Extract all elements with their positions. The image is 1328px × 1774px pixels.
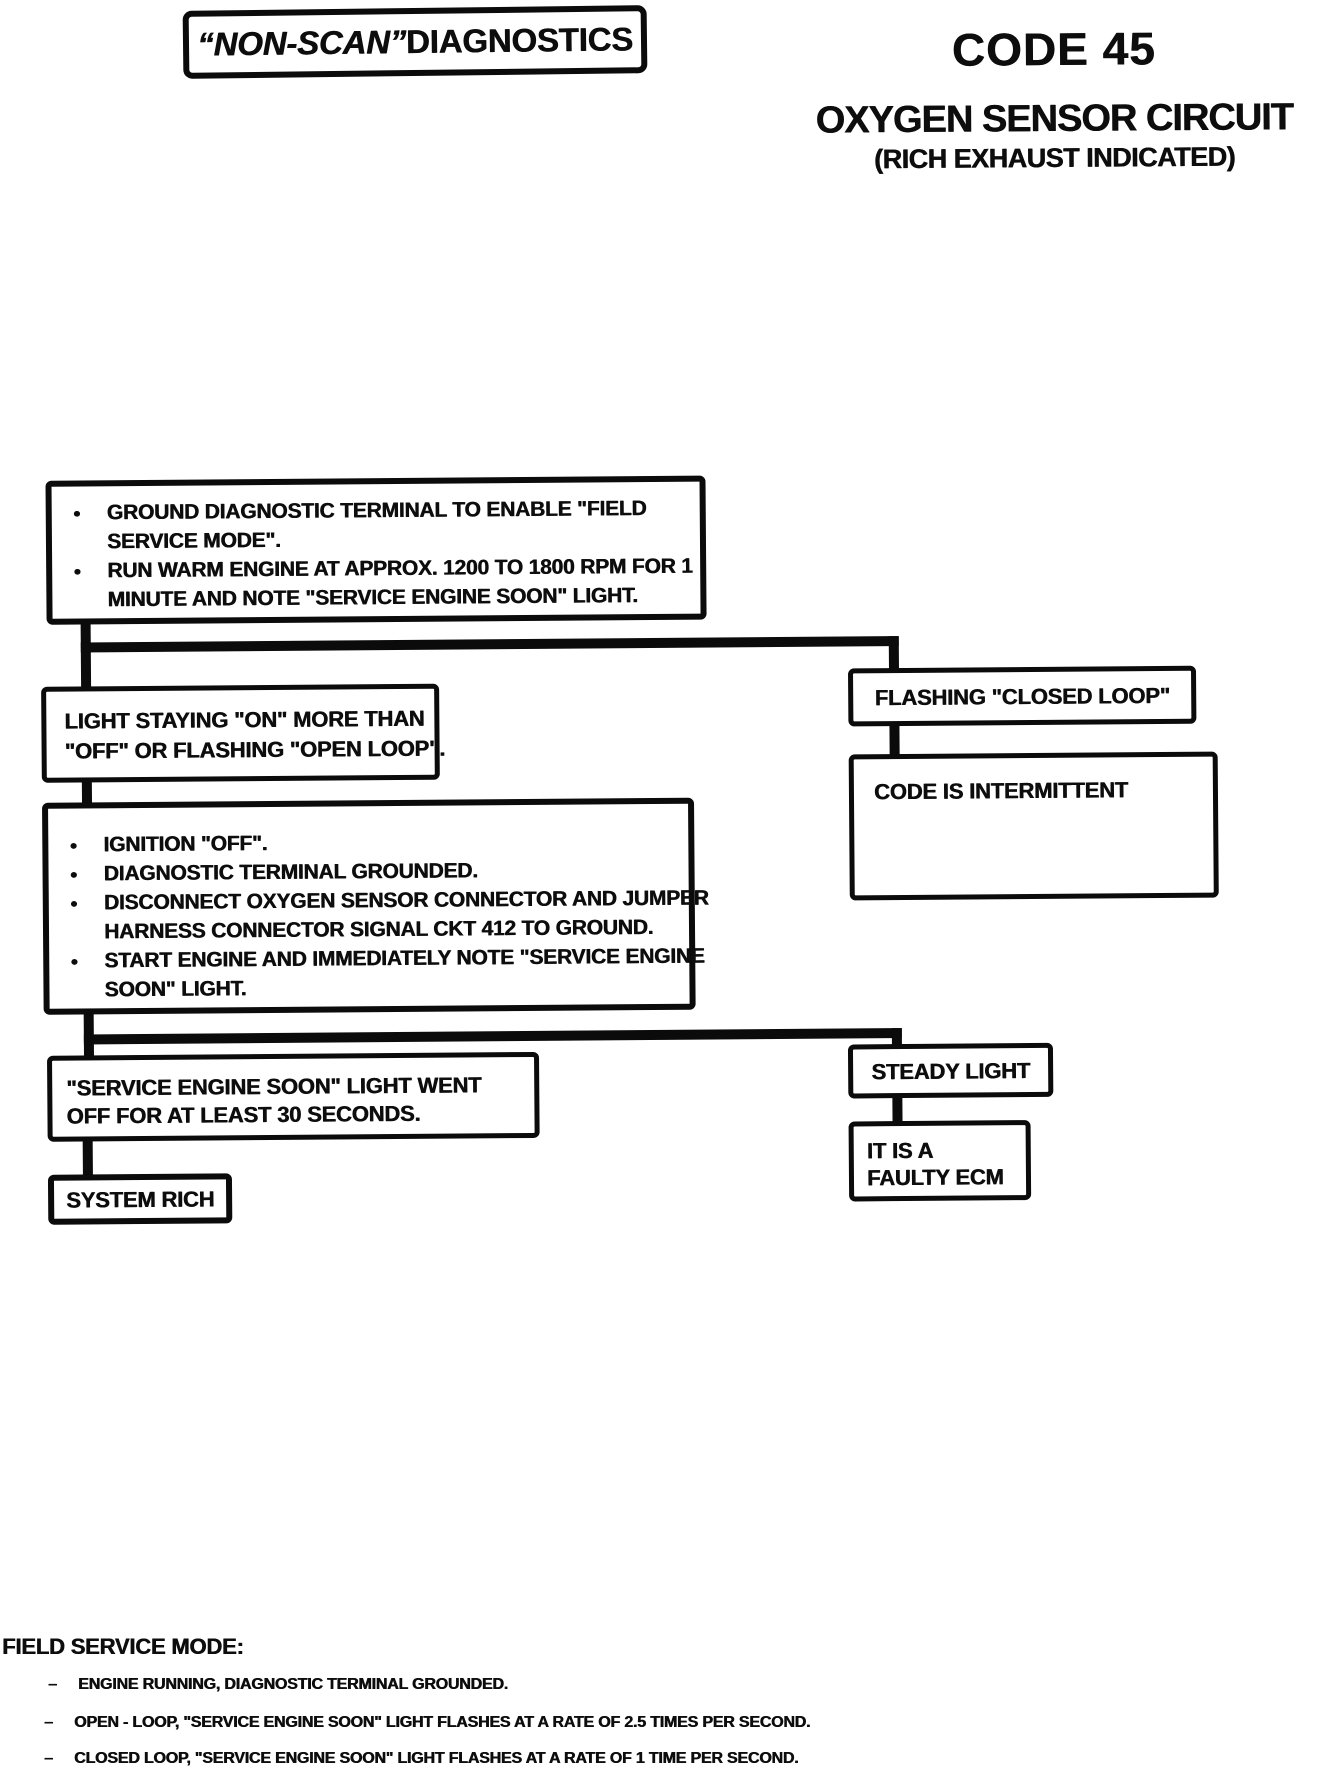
- text-line: RUN WARM ENGINE AT APPROX. 1200 TO 1800 …: [107, 554, 693, 583]
- connector-wentoff-to-systemrich: [82, 1137, 93, 1179]
- text-line: HARNESS CONNECTOR SIGNAL CKT 412 TO GROU…: [103, 916, 654, 944]
- text-line: SYSTEM RICH: [65, 1185, 215, 1213]
- box-light-went-off: "SERVICE ENGINE SOON" LIGHT WENT OFF FOR…: [46, 1051, 540, 1142]
- box-jumper-test-steps: ● IGNITION "OFF". ● DIAGNOSTIC TERMINAL …: [42, 797, 709, 1015]
- box-system-rich: SYSTEM RICH: [47, 1173, 233, 1225]
- field-service-mode-item: – CLOSED LOOP, "SERVICE ENGINE SOON" LIG…: [44, 1750, 798, 1768]
- connector-flashing-to-intermittent: [889, 722, 900, 759]
- text-line: DIAGNOSTIC TERMINAL GROUNDED.: [103, 859, 478, 886]
- connector-rail-2: [83, 1028, 902, 1045]
- box-steady-light: STEADY LIGHT: [847, 1042, 1054, 1099]
- text-line: SERVICE MODE".: [106, 528, 281, 554]
- text-line: ENGINE RUNNING, DIAGNOSTIC TERMINAL GROU…: [78, 1676, 508, 1693]
- bullet-item: ● DISCONNECT OXYGEN SENSOR CONNECTOR AND…: [63, 884, 709, 947]
- dash-icon: –: [44, 1714, 53, 1731]
- text-line: DISCONNECT OXYGEN SENSOR CONNECTOR AND J…: [103, 886, 709, 915]
- text-line: START ENGINE AND IMMEDIATELY NOTE "SERVI…: [104, 944, 705, 973]
- text-line: LIGHT STAYING "ON" MORE THAN: [64, 705, 425, 734]
- text-line: FLASHING "CLOSED LOOP": [874, 682, 1170, 710]
- field-service-mode-heading: FIELD SERVICE MODE:: [2, 1634, 244, 1659]
- box-code-intermittent: CODE IS INTERMITTENT: [848, 751, 1219, 901]
- bullet-item: ● START ENGINE AND IMMEDIATELY NOTE "SER…: [63, 942, 704, 1005]
- bullet-icon: ●: [69, 895, 78, 911]
- bullet-icon: ●: [73, 563, 81, 579]
- bullet-icon: ●: [72, 505, 81, 521]
- text-line: "SERVICE ENGINE SOON" LIGHT WENT: [66, 1072, 482, 1101]
- box-flashing-closed-loop: FLASHING "CLOSED LOOP": [847, 665, 1197, 727]
- text-line: OFF FOR AT LEAST 30 SECONDS.: [66, 1100, 421, 1129]
- field-service-mode-item: – ENGINE RUNNING, DIAGNOSTIC TERMINAL GR…: [48, 1676, 508, 1694]
- text-line: SOON" LIGHT.: [104, 977, 247, 1002]
- dash-icon: –: [44, 1750, 53, 1767]
- bullet-item: ● GROUND DIAGNOSTIC TERMINAL TO ENABLE "…: [66, 494, 690, 557]
- bullet-icon: ●: [70, 953, 78, 969]
- bullet-item: ● RUN WARM ENGINE AT APPROX. 1200 TO 180…: [66, 552, 693, 615]
- box-field-service-setup: ● GROUND DIAGNOSTIC TERMINAL TO ENABLE "…: [45, 475, 707, 625]
- connector-rail1-to-flashing: [888, 636, 900, 673]
- bullet-icon: ●: [69, 837, 78, 853]
- field-service-mode-item: – OPEN - LOOP, "SERVICE ENGINE SOON" LIG…: [44, 1714, 810, 1732]
- text-line: "OFF" OR FLASHING "OPEN LOOP".: [64, 735, 446, 764]
- connector-setup-down: [80, 620, 92, 691]
- text-line: CLOSED LOOP, "SERVICE ENGINE SOON" LIGHT…: [74, 1750, 799, 1767]
- text-line: IGNITION "OFF".: [103, 832, 268, 857]
- text-line: GROUND DIAGNOSTIC TERMINAL TO ENABLE "FI…: [106, 497, 647, 525]
- box-light-staying-on: LIGHT STAYING "ON" MORE THAN "OFF" OR FL…: [41, 683, 446, 783]
- text-line: CODE IS INTERMITTENT: [873, 777, 1128, 805]
- text-line: IT IS A: [866, 1137, 934, 1164]
- text-line: MINUTE AND NOTE "SERVICE ENGINE SOON" LI…: [107, 584, 638, 612]
- text-line: STEADY LIGHT: [871, 1057, 1031, 1084]
- bullet-icon: ●: [69, 866, 78, 882]
- text-line: FAULTY ECM: [866, 1164, 1004, 1191]
- dash-icon: –: [48, 1676, 57, 1693]
- connector-rail-1: [80, 636, 899, 653]
- box-faulty-ecm: IT IS A FAULTY ECM: [848, 1120, 1032, 1202]
- text-line: OPEN - LOOP, "SERVICE ENGINE SOON" LIGHT…: [74, 1714, 811, 1731]
